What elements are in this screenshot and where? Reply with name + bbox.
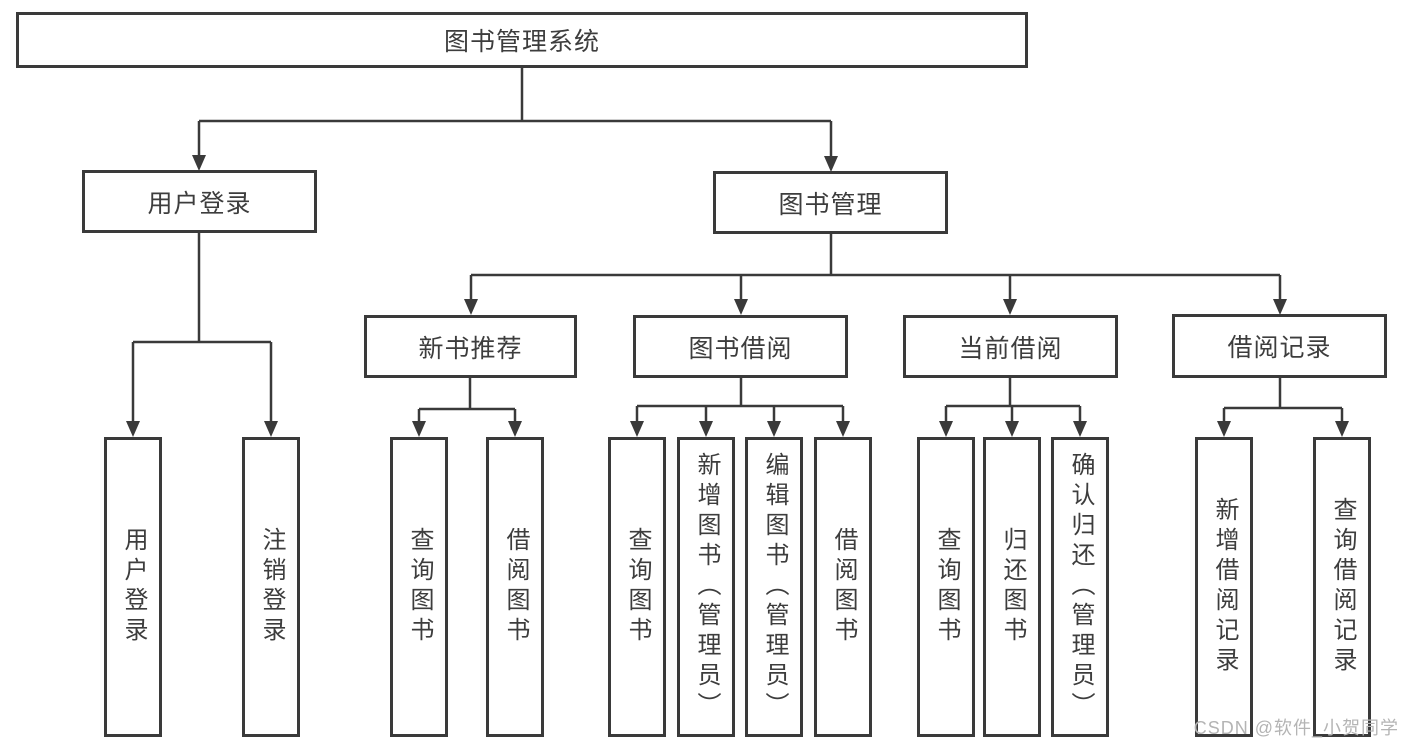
leaf-newbook-query-label: 查询图书 [406, 527, 433, 647]
leaf-add-borrow-record: 新增借阅记录 [1195, 437, 1253, 737]
watermark: CSDN @软件_小贺同学 [1193, 718, 1399, 738]
connector-book-mgmt-to-level3 [469, 234, 1282, 301]
node-new-book-recommend-label: 新书推荐 [418, 334, 523, 363]
node-current-borrow-label: 当前借阅 [958, 334, 1063, 363]
leaf-borrow-book-label: 借阅图书 [830, 527, 857, 647]
connector-current-borrow-to-leaves [944, 378, 1082, 423]
node-root-label: 图书管理系统 [443, 28, 600, 56]
arrowheads [126, 155, 1349, 437]
leaf-add-borrow-record-label: 新增借阅记录 [1211, 497, 1238, 677]
connector-borrow-record-to-leaves [1222, 378, 1344, 424]
node-new-book-recommend: 新书推荐 [364, 315, 577, 378]
leaf-borrow-query-label: 查询图书 [624, 527, 651, 647]
leaf-confirm-return-label: 确认归还（管理员） [1067, 452, 1094, 722]
connector-root-to-level2 [197, 68, 833, 158]
leaf-logout: 注销登录 [242, 437, 300, 737]
leaf-borrow-edit-book: 编辑图书（管理员） [745, 437, 803, 737]
leaf-borrow-edit-book-label: 编辑图书（管理员） [761, 452, 788, 722]
leaf-newbook-borrow-label: 借阅图书 [502, 527, 529, 647]
node-borrow-record-label: 借阅记录 [1227, 334, 1332, 362]
leaf-borrow-add-book: 新增图书（管理员） [677, 437, 735, 737]
leaf-query-borrow-record-label: 查询借阅记录 [1329, 497, 1356, 677]
node-book-management: 图书管理 [713, 171, 948, 234]
leaf-borrow-book: 借阅图书 [814, 437, 872, 737]
connector-user-login-to-leaves [131, 233, 273, 423]
node-root: 图书管理系统 [16, 12, 1028, 68]
leaf-user-login: 用户登录 [104, 437, 162, 737]
leaf-borrow-query: 查询图书 [608, 437, 666, 737]
leaf-query-borrow-record: 查询借阅记录 [1313, 437, 1371, 737]
node-book-management-label: 图书管理 [778, 190, 883, 219]
leaf-current-query: 查询图书 [917, 437, 975, 737]
leaf-return-book: 归还图书 [983, 437, 1041, 737]
node-book-borrow-label: 图书借阅 [688, 334, 793, 363]
leaf-newbook-query: 查询图书 [390, 437, 448, 737]
leaf-return-book-label: 归还图书 [999, 527, 1026, 647]
connector-new-book-to-leaves [417, 378, 517, 423]
node-user-login: 用户登录 [82, 170, 317, 233]
connector-book-borrow-to-leaves [635, 378, 845, 423]
node-current-borrow: 当前借阅 [903, 315, 1118, 378]
leaf-newbook-borrow: 借阅图书 [486, 437, 544, 737]
leaf-current-query-label: 查询图书 [933, 527, 960, 647]
node-borrow-record: 借阅记录 [1172, 314, 1387, 378]
leaf-borrow-add-book-label: 新增图书（管理员） [693, 452, 720, 722]
node-user-login-label: 用户登录 [147, 189, 252, 218]
leaf-user-login-label: 用户登录 [120, 527, 147, 647]
leaf-confirm-return: 确认归还（管理员） [1051, 437, 1109, 737]
node-book-borrow: 图书借阅 [633, 315, 848, 378]
leaf-logout-label: 注销登录 [258, 527, 285, 647]
